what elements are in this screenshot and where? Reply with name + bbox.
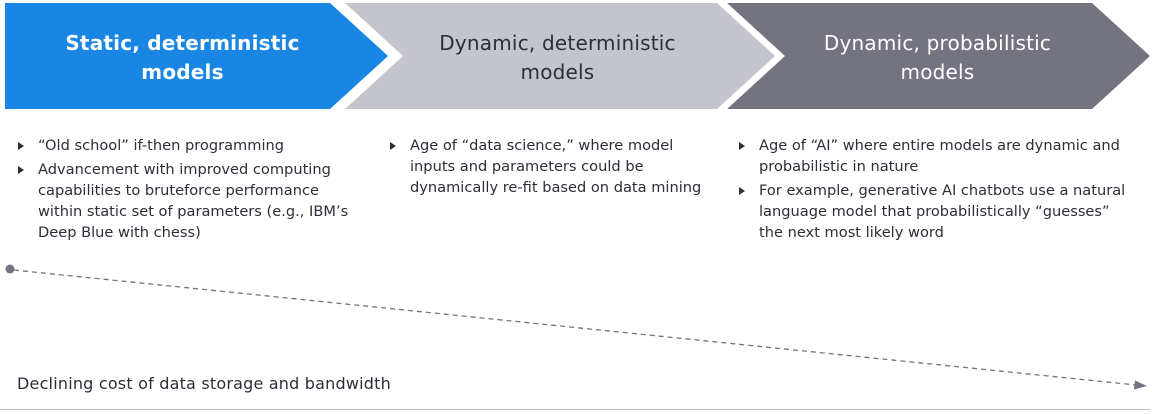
- arrow-head-icon: [1134, 380, 1147, 390]
- stage-title-dynamic-deterministic: Dynamic, deterministic models: [400, 28, 715, 88]
- chevron-stage-2: [345, 3, 775, 109]
- dot-marker-icon: [5, 264, 15, 274]
- stage-1-bullet-list: “Old school” if-then programming Advance…: [16, 135, 361, 246]
- bottom-divider: [0, 409, 1150, 410]
- stage-title-line: Static, deterministic: [65, 31, 300, 55]
- trend-dashed-line: [13, 269, 1137, 386]
- chevron-stage-1: [5, 3, 388, 109]
- stage-title-line: Dynamic, probabilistic: [823, 31, 1052, 55]
- bullet-item: Age of “AI” where entire models are dyna…: [737, 135, 1137, 177]
- bullet-item: Advancement with improved computing capa…: [16, 159, 361, 243]
- stage-title-line: Dynamic, deterministic: [439, 31, 676, 55]
- chevron-stage-3: [727, 3, 1150, 109]
- stage-chevrons: [5, 3, 1150, 109]
- bullet-item: “Old school” if-then programming: [16, 135, 361, 156]
- stage-title-line: models: [141, 60, 224, 84]
- stage-title-line: models: [900, 60, 975, 84]
- stage-title-line: models: [520, 60, 595, 84]
- trend-line-graphic: [5, 264, 1147, 390]
- bullet-item: Age of “data science,” where model input…: [388, 135, 723, 198]
- stage-title-static-deterministic: Static, deterministic models: [20, 28, 345, 88]
- bullet-item: For example, generative AI chatbots use …: [737, 180, 1137, 243]
- trend-label: Declining cost of data storage and bandw…: [17, 374, 391, 393]
- stage-3-bullet-list: Age of “AI” where entire models are dyna…: [737, 135, 1137, 246]
- stage-2-bullet-list: Age of “data science,” where model input…: [388, 135, 723, 201]
- stage-title-dynamic-probabilistic: Dynamic, probabilistic models: [770, 28, 1105, 88]
